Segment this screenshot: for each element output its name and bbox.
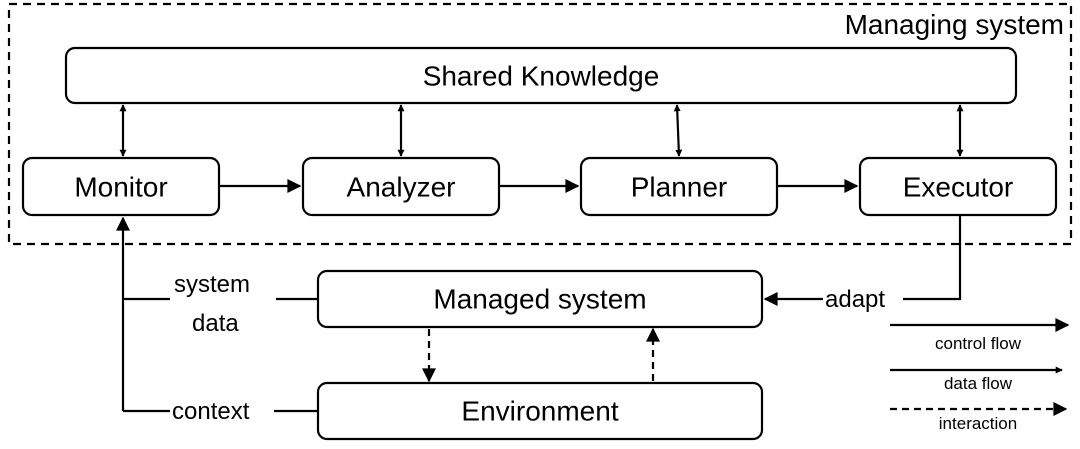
legend-control-flow-label: control flow [935, 334, 1022, 353]
executor-label: Executor [903, 172, 1014, 203]
legend: control flow data flow interaction [890, 318, 1070, 433]
planner-label: Planner [631, 172, 728, 203]
managing-system-title: Managing system [845, 9, 1064, 40]
planner-box: Planner [579, 156, 779, 217]
managed-system-box: Managed system [316, 269, 764, 329]
legend-interaction-label: interaction [939, 414, 1017, 433]
environment-label: Environment [461, 396, 618, 427]
managing-system-frame [7, 2, 1073, 246]
system-data-label-line1: system [174, 271, 250, 298]
shared-knowledge-label: Shared Knowledge [423, 61, 660, 92]
analyzer-box: Analyzer [301, 156, 501, 217]
adapt-label: adapt [825, 286, 885, 313]
system-data-label-line2: data [192, 310, 239, 337]
planner-knowledge-arrow [673, 104, 683, 157]
context-label: context [172, 398, 250, 425]
analyzer-label: Analyzer [347, 172, 456, 203]
managed-system-label: Managed system [433, 284, 646, 315]
executor-box: Executor [858, 156, 1058, 217]
legend-data-flow-label: data flow [944, 374, 1013, 393]
adapt-line [903, 215, 962, 301]
monitor-box: Monitor [21, 156, 221, 217]
shared-knowledge-box: Shared Knowledge [64, 46, 1018, 105]
environment-box: Environment [316, 381, 764, 441]
monitor-label: Monitor [74, 172, 167, 203]
